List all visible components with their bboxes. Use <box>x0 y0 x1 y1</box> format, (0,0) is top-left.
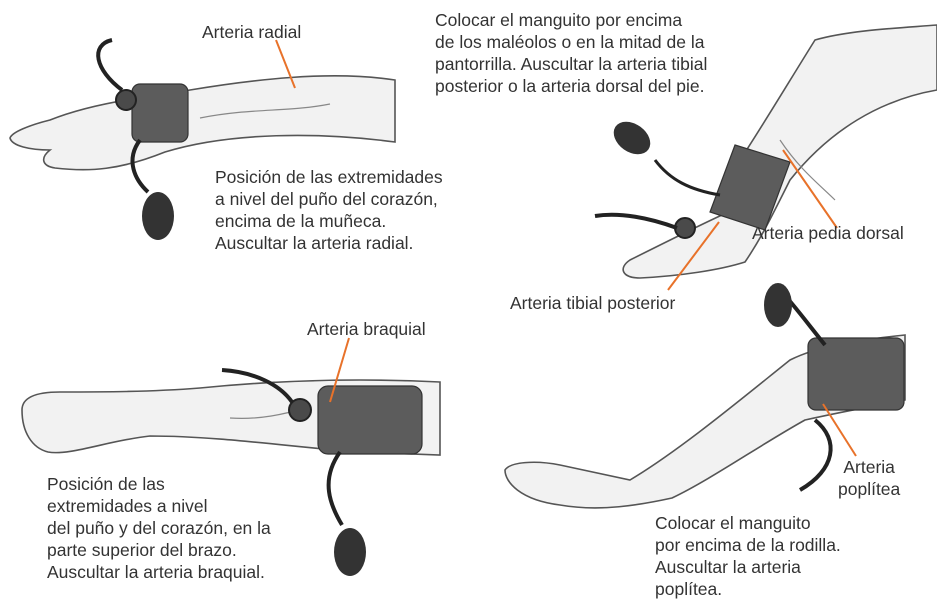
note-ankle-line: de los maléolos o en la mitad de la <box>435 32 705 52</box>
note-arm-line: Auscultar la arteria braquial. <box>47 562 265 582</box>
leader-poplitea <box>822 403 857 457</box>
ankle-cuff <box>709 144 791 231</box>
note-knee-line: Auscultar la arteria <box>655 557 801 577</box>
stethoscope-bell <box>674 217 696 239</box>
label-radial-text: Arteria radial <box>202 22 302 42</box>
label-arteria-poplitea: Arteria poplítea <box>838 456 900 500</box>
note-ankle: Colocar el manguito por encima de los ma… <box>435 9 707 97</box>
note-ankle-line: posterior o la arteria dorsal del pie. <box>435 76 705 96</box>
arm-cuff <box>317 385 423 455</box>
note-knee-line: por encima de la rodilla. <box>655 535 841 555</box>
note-arm-line: del puño y del corazón, en la <box>47 518 271 538</box>
stethoscope-tube <box>221 368 294 404</box>
note-wrist-line: encima de la muñeca. <box>215 211 387 231</box>
bulb-tube <box>326 450 344 527</box>
label-tibial-text: Arteria tibial posterior <box>510 293 676 313</box>
stethoscope-tube <box>594 212 678 230</box>
leader-radial <box>275 39 296 89</box>
note-knee-line: poplítea. <box>655 579 723 599</box>
leader-lines <box>275 39 857 457</box>
inflation-bulb <box>613 121 651 155</box>
note-wrist-line: a nivel del puño del corazón, <box>215 189 438 209</box>
thigh-cuff <box>807 337 905 411</box>
inflation-bulb <box>764 283 792 327</box>
leader-pedia <box>782 149 838 229</box>
forearm-illustration <box>9 38 396 240</box>
bulb-tube <box>653 159 721 197</box>
stethoscope-bell <box>115 89 137 111</box>
inflation-bulb <box>142 192 174 240</box>
note-arm-line: Posición de las <box>47 474 165 494</box>
note-ankle-line: Colocar el manguito por encima <box>435 10 683 30</box>
note-wrist-line: Auscultar la arteria radial. <box>215 233 414 253</box>
note-wrist-line: Posición de las extremidades <box>215 167 443 187</box>
arm-illustration <box>21 368 441 576</box>
leg-illustration <box>504 283 906 509</box>
stethoscope-bell <box>288 398 312 422</box>
note-arm-line: parte superior del brazo. <box>47 540 237 560</box>
label-poplitea-line: poplítea <box>838 479 901 499</box>
stethoscope-tube <box>96 38 124 92</box>
leader-tibial <box>667 221 720 291</box>
label-arteria-radial: Arteria radial <box>202 21 301 43</box>
label-poplitea-line: Arteria <box>843 457 895 477</box>
note-arm: Posición de las extremidades a nivel del… <box>47 473 271 583</box>
label-arteria-braquial: Arteria braquial <box>307 318 426 340</box>
inflation-bulb <box>334 528 366 576</box>
bulb-tube <box>130 138 150 194</box>
label-arteria-tibial-posterior: Arteria tibial posterior <box>510 292 675 314</box>
note-wrist: Posición de las extremidades a nivel del… <box>215 166 443 254</box>
label-braquial-text: Arteria braquial <box>307 319 426 339</box>
lower-leg-illustration <box>594 24 937 279</box>
stethoscope-tube <box>799 418 833 492</box>
note-knee-line: Colocar el manguito <box>655 513 811 533</box>
wrist-cuff <box>131 83 189 143</box>
label-pedia-text: Arteria pedia dorsal <box>752 223 904 243</box>
label-arteria-pedia-dorsal: Arteria pedia dorsal <box>752 222 904 244</box>
leader-braquial <box>329 337 350 403</box>
note-arm-line: extremidades a nivel <box>47 496 208 516</box>
note-knee: Colocar el manguito por encima de la rod… <box>655 512 841 600</box>
note-ankle-line: pantorrilla. Auscultar la arteria tibial <box>435 54 708 74</box>
